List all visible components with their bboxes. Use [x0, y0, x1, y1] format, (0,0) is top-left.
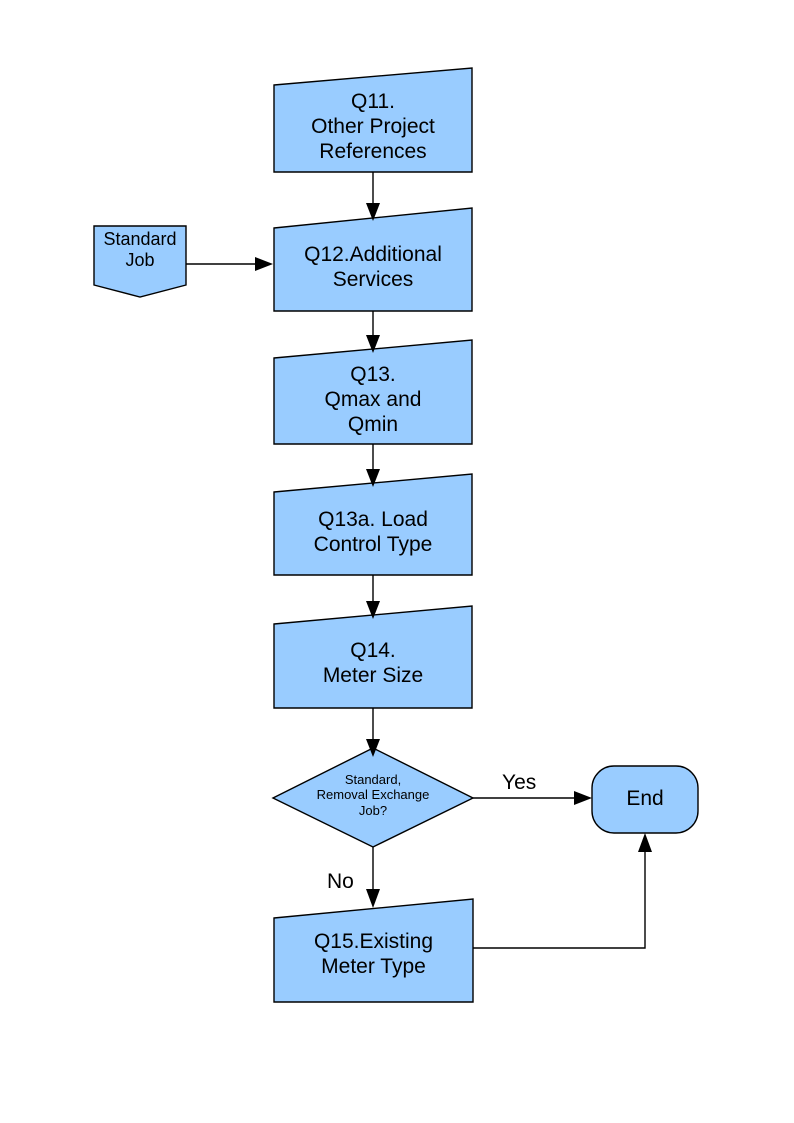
node-q12-shape[interactable] [273, 207, 473, 312]
node-q15-shape[interactable] [273, 898, 474, 1003]
node-q13-shape[interactable] [273, 339, 473, 445]
edge-q11-q12 [366, 172, 380, 221]
node-end-shape[interactable] [591, 765, 699, 834]
edge-label-no: No [327, 870, 354, 893]
edge-q13-q13a [366, 444, 380, 487]
node-q11-shape[interactable] [273, 67, 473, 173]
node-q13a-shape[interactable] [273, 473, 473, 576]
edge-decision-q15-no [366, 847, 380, 908]
edge-q14-decision [366, 708, 380, 757]
edge-label-yes: Yes [502, 771, 537, 794]
node-standard-job-shape[interactable] [93, 225, 187, 298]
node-decision-shape[interactable] [271, 747, 475, 848]
edge-q13a-q14 [366, 575, 380, 619]
edge-q12-q13 [366, 311, 380, 353]
edge-standard-job-q12 [186, 257, 273, 271]
edge-q15-end [473, 833, 652, 949]
node-q14-shape[interactable] [273, 605, 473, 709]
edge-decision-end-yes [473, 791, 592, 805]
